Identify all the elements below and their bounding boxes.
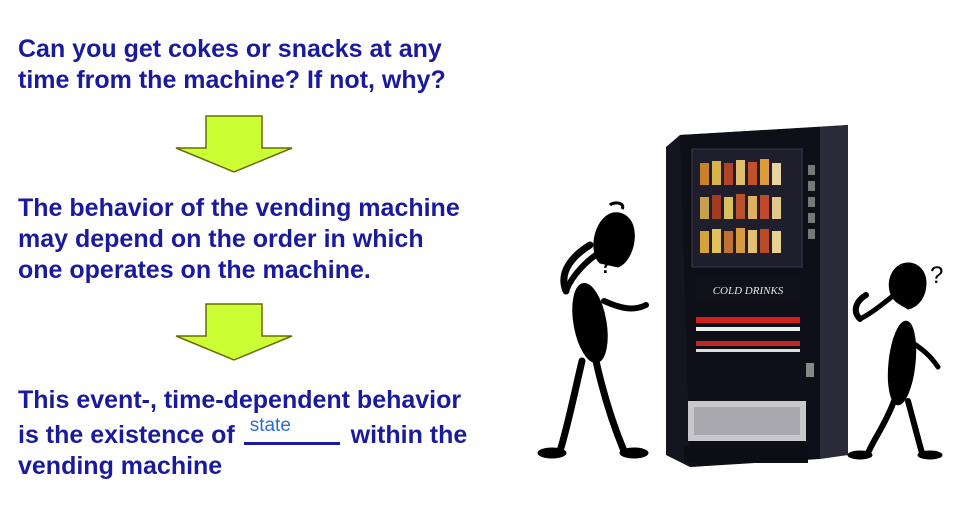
behavior-line-2: may depend on the order in which (18, 225, 424, 253)
conclusion-line-2: is the existence of state within the (18, 415, 468, 451)
behavior-line-1: The behavior of the vending machine (18, 194, 460, 222)
behavior-line-3: one operates on the machine. (18, 256, 371, 284)
down-arrow-icon (175, 115, 293, 173)
question-mark-right: ? (930, 262, 943, 289)
vending-machine-illustration: COLD DRINKS ? (537, 125, 943, 467)
conclusion-line-1: This event-, time-dependent behavior (18, 386, 462, 414)
down-arrow-icon (175, 303, 293, 361)
question-mark-left: ? (598, 248, 614, 279)
machine-label: COLD DRINKS (713, 285, 784, 297)
conclusion-line-2-end: within the (350, 421, 468, 449)
question-line-2: time from the machine? If not, why? (18, 66, 446, 94)
behavior-paragraph: The behavior of the vending machine may … (18, 193, 460, 286)
fill-in-blank: state (243, 415, 340, 445)
conclusion-paragraph: This event-, time-dependent behavior is … (18, 385, 467, 482)
conclusion-line-3: vending machine (18, 452, 223, 480)
conclusion-line-2-start: is the existence of (18, 421, 235, 449)
vending-machine: COLD DRINKS (666, 125, 848, 467)
confused-man-left (537, 201, 649, 459)
question-line-1: Can you get cokes or snacks at any (18, 35, 442, 63)
question-paragraph: Can you get cokes or snacks at any time … (18, 34, 446, 96)
blank-answer: state (249, 415, 291, 436)
confused-man-right (847, 262, 943, 460)
product-rows (700, 159, 781, 253)
